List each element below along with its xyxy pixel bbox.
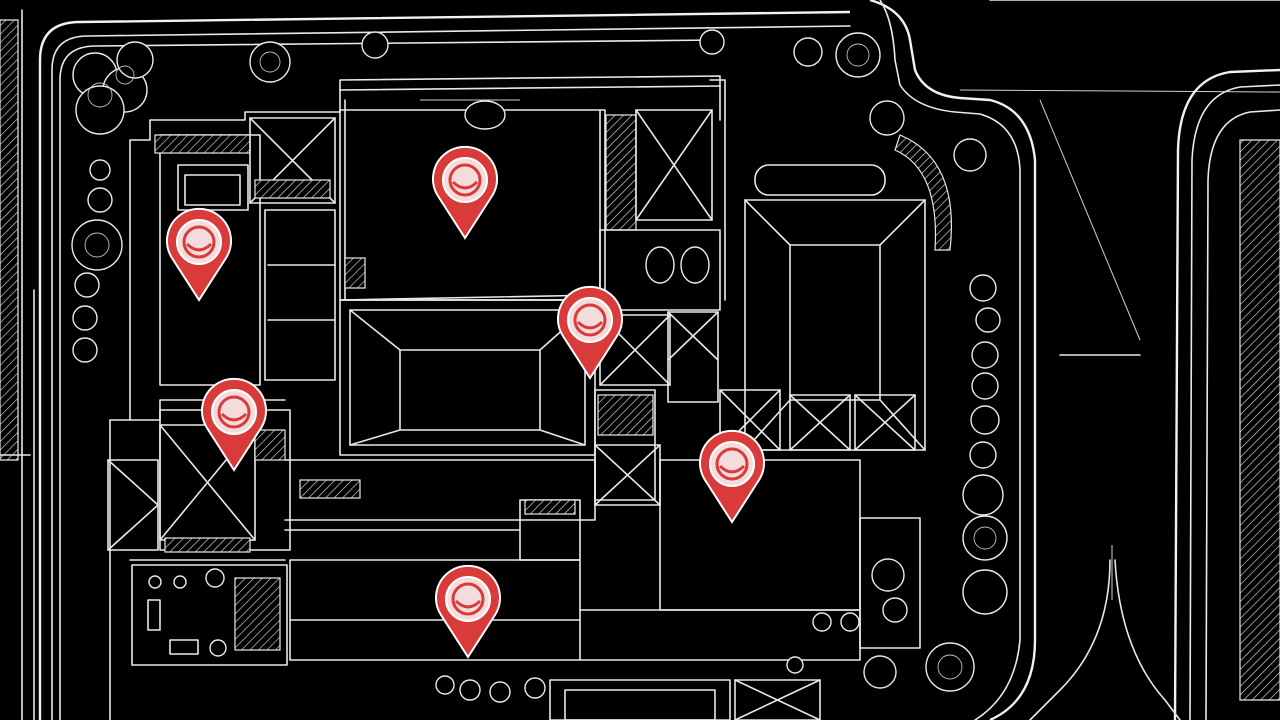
left-building (154, 117, 336, 386)
utility-area (131, 564, 288, 666)
right-block (1039, 68, 1280, 720)
map-markers (166, 145, 765, 659)
map-pin-icon[interactable] (435, 564, 501, 659)
landscape-trees (71, 29, 1008, 692)
left-road-edge (0, 9, 35, 720)
main-building (339, 99, 606, 456)
map-pin-icon[interactable] (201, 377, 267, 472)
tree-cluster-nw (72, 41, 154, 135)
map-pin-icon[interactable] (432, 145, 498, 240)
center-right-structures (594, 79, 726, 506)
driveway (1029, 545, 1181, 720)
tree-row-east (925, 274, 1008, 692)
map-pin-icon[interactable] (166, 207, 232, 302)
south-wing (107, 409, 861, 661)
map-pin-icon[interactable] (699, 429, 765, 524)
bottom-entrance (435, 675, 821, 720)
east-building (719, 134, 953, 451)
map-pin-icon[interactable] (557, 285, 623, 380)
